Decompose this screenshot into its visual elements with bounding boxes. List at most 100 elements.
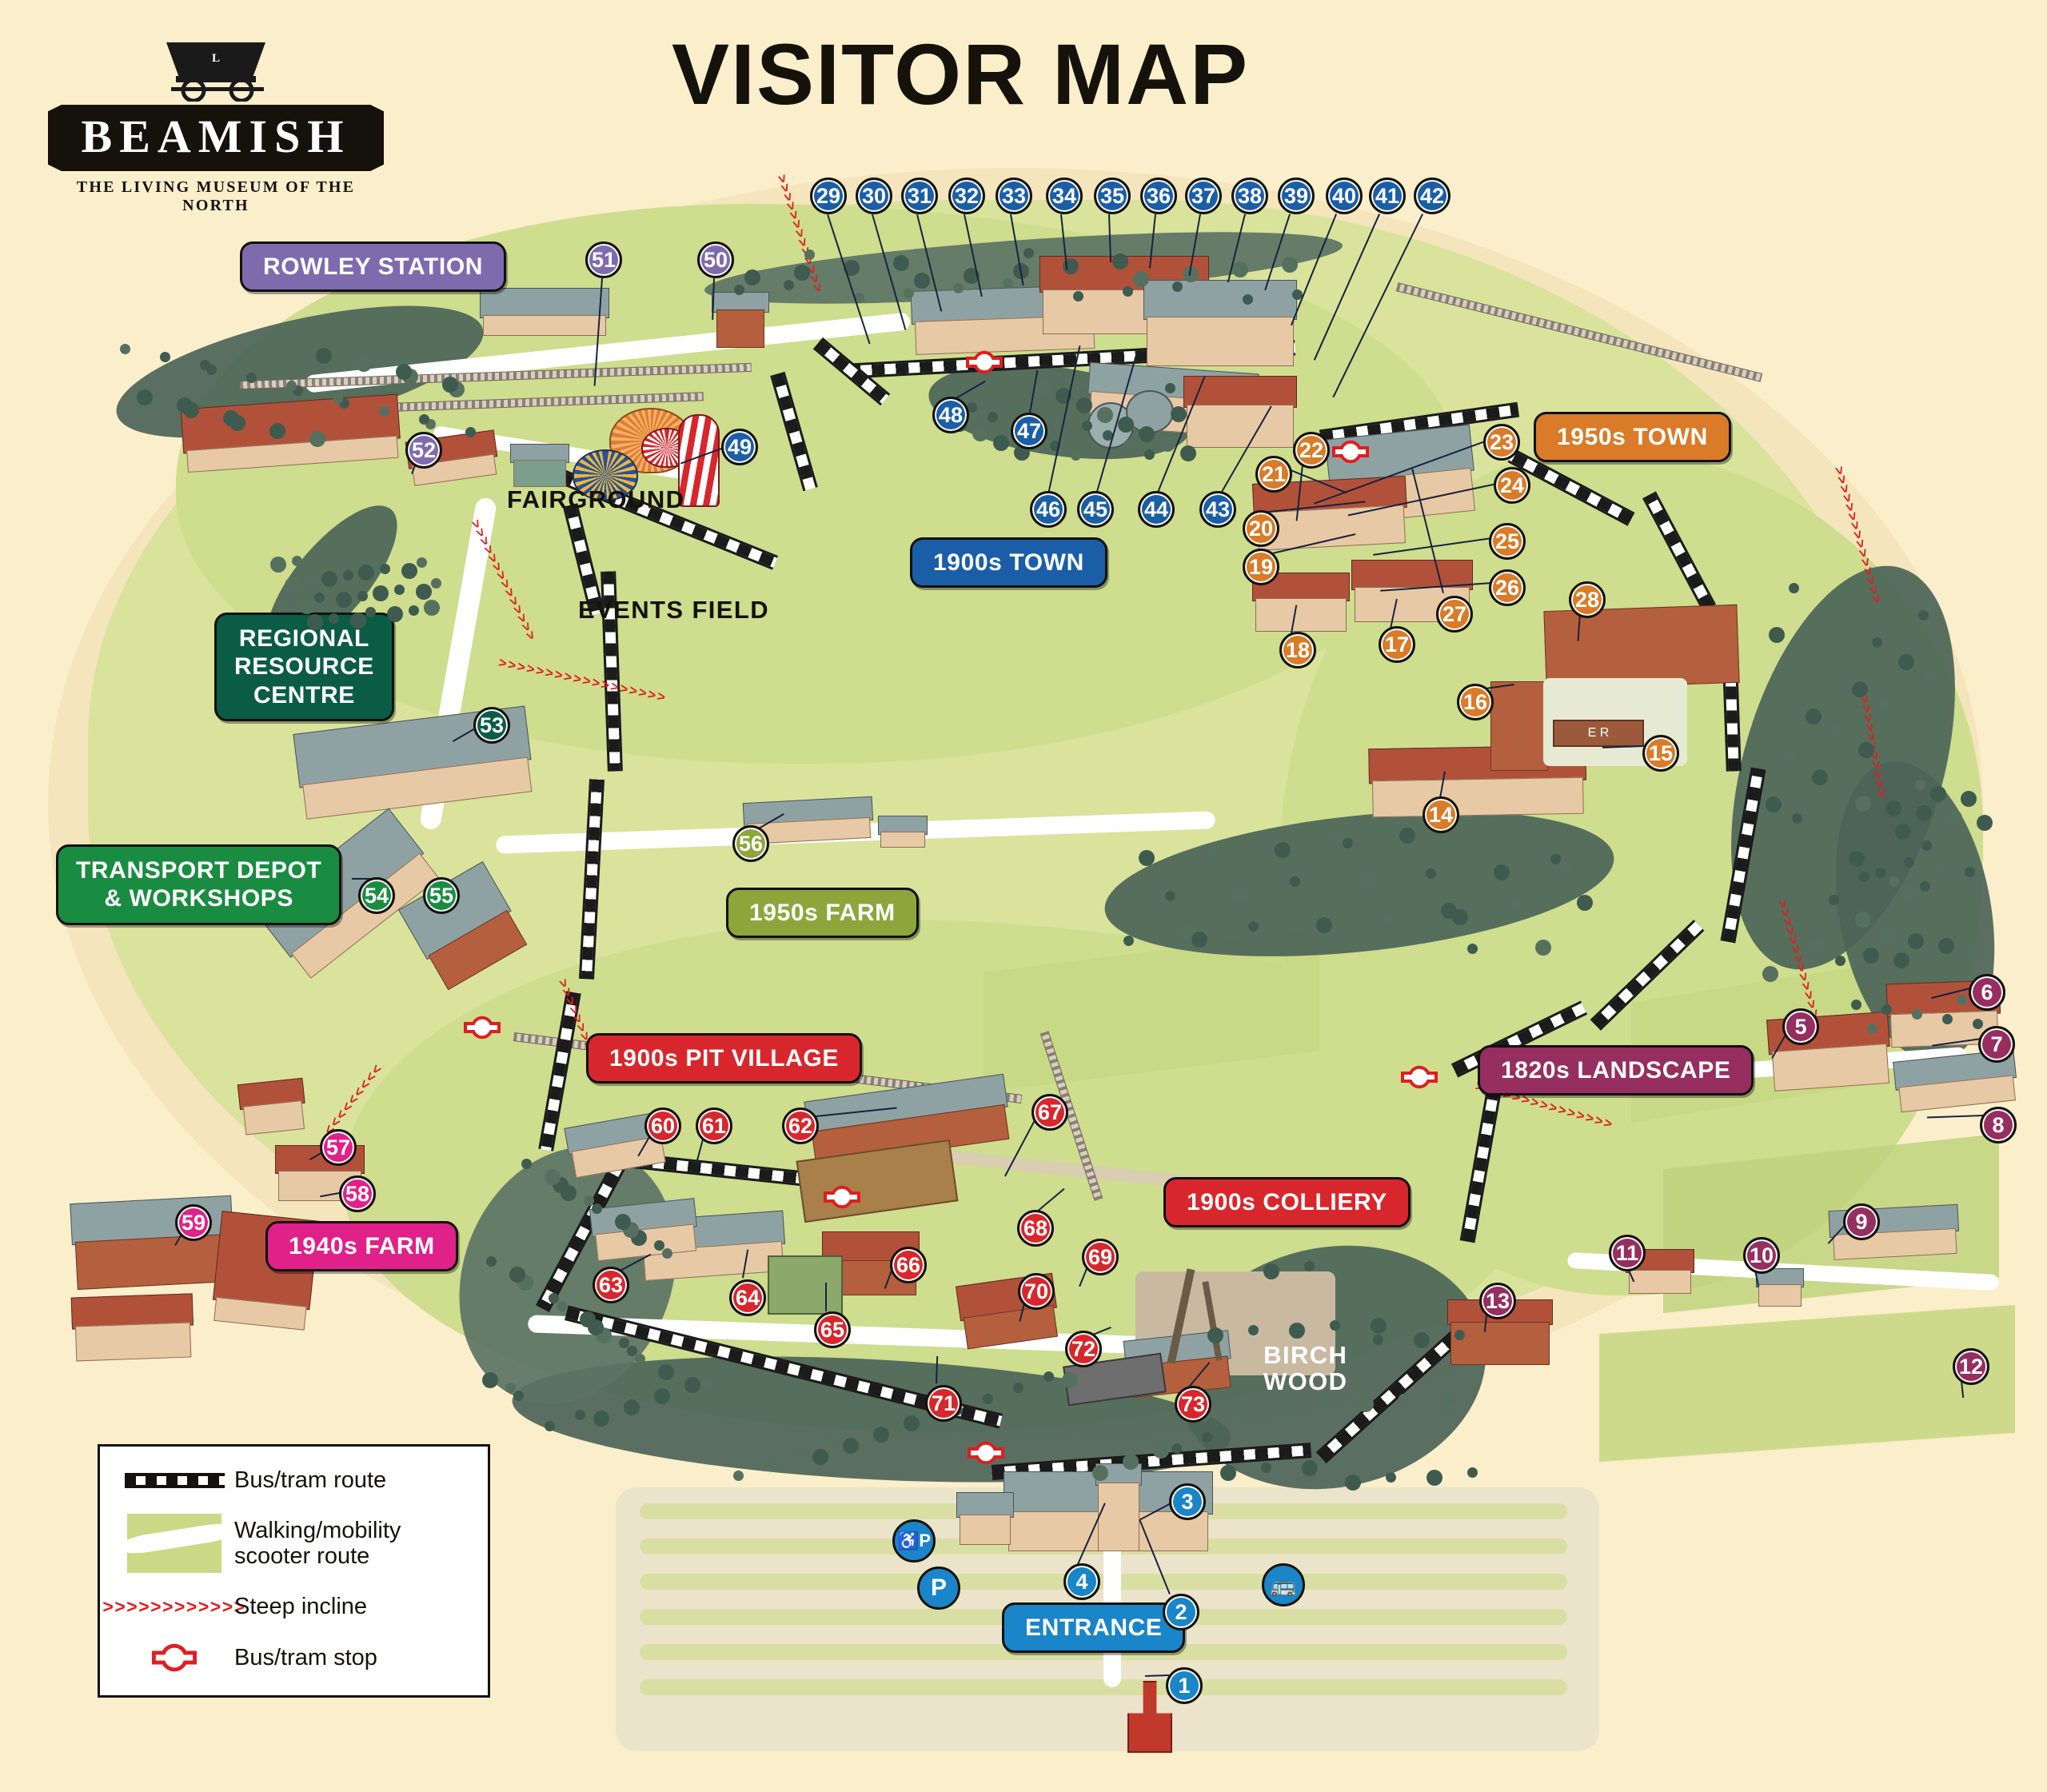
area-label-colliery-1900s[interactable]: 1900s COLLIERY bbox=[1163, 1177, 1411, 1228]
map-marker-26[interactable]: 26 bbox=[1489, 569, 1526, 606]
map-marker-68[interactable]: 68 bbox=[1017, 1210, 1054, 1247]
map-marker-63[interactable]: 63 bbox=[593, 1267, 629, 1303]
map-marker-67[interactable]: 67 bbox=[1031, 1094, 1068, 1131]
area-label-rowley-station[interactable]: ROWLEY STATION bbox=[240, 241, 507, 293]
map-marker-66[interactable]: 66 bbox=[890, 1247, 927, 1283]
map-marker-53[interactable]: 53 bbox=[473, 707, 510, 744]
map-marker-58[interactable]: 58 bbox=[339, 1175, 376, 1212]
map-marker-73[interactable]: 73 bbox=[1175, 1386, 1211, 1423]
tram-stop-town-east[interactable] bbox=[1332, 438, 1369, 465]
tree-cluster-dot bbox=[1977, 815, 1993, 831]
map-marker-27[interactable]: 27 bbox=[1436, 596, 1473, 633]
map-marker-23[interactable]: 23 bbox=[1483, 424, 1520, 461]
map-marker-37[interactable]: 37 bbox=[1185, 178, 1222, 214]
map-marker-51[interactable]: 51 bbox=[585, 241, 622, 278]
area-label-landscape-1820s[interactable]: 1820s LANDSCAPE bbox=[1478, 1045, 1754, 1096]
map-marker-61[interactable]: 61 bbox=[696, 1108, 732, 1144]
map-marker-18[interactable]: 18 bbox=[1279, 632, 1316, 669]
map-marker-13[interactable]: 13 bbox=[1479, 1283, 1516, 1319]
parking-icon[interactable]: P bbox=[917, 1567, 960, 1610]
map-marker-50[interactable]: 50 bbox=[697, 241, 734, 278]
area-label-farm-1950s[interactable]: 1950s FARM bbox=[726, 888, 919, 939]
map-marker-69[interactable]: 69 bbox=[1082, 1239, 1119, 1275]
map-marker-7[interactable]: 7 bbox=[1978, 1026, 2015, 1063]
map-marker-36[interactable]: 36 bbox=[1140, 178, 1177, 214]
tree-cluster-dot bbox=[277, 599, 288, 609]
map-marker-19[interactable]: 19 bbox=[1243, 549, 1279, 585]
tree-cluster-dot bbox=[387, 606, 403, 622]
map-marker-44[interactable]: 44 bbox=[1138, 491, 1175, 528]
tram-stop-entrance[interactable] bbox=[968, 1439, 1004, 1467]
map-marker-28[interactable]: 28 bbox=[1569, 581, 1606, 618]
map-marker-57[interactable]: 57 bbox=[320, 1129, 357, 1166]
map-marker-11[interactable]: 11 bbox=[1609, 1235, 1646, 1271]
map-marker-16[interactable]: 16 bbox=[1457, 684, 1494, 720]
map-marker-55[interactable]: 55 bbox=[423, 877, 460, 914]
map-marker-34[interactable]: 34 bbox=[1046, 178, 1083, 214]
map-marker-38[interactable]: 38 bbox=[1231, 178, 1268, 214]
map-marker-21[interactable]: 21 bbox=[1255, 456, 1292, 493]
map-marker-9[interactable]: 9 bbox=[1843, 1203, 1880, 1240]
area-label-pit-village-1900s[interactable]: 1900s PIT VILLAGE bbox=[586, 1033, 862, 1084]
tram-stop-landscape[interactable] bbox=[1401, 1064, 1438, 1091]
map-marker-62[interactable]: 62 bbox=[782, 1108, 819, 1144]
map-marker-35[interactable]: 35 bbox=[1094, 178, 1131, 214]
map-marker-43[interactable]: 43 bbox=[1199, 491, 1236, 528]
map-marker-65[interactable]: 65 bbox=[814, 1311, 851, 1348]
bus-icon[interactable]: 🚌 bbox=[1262, 1563, 1305, 1606]
map-marker-71[interactable]: 71 bbox=[925, 1385, 962, 1422]
map-marker-20[interactable]: 20 bbox=[1243, 510, 1279, 547]
map-marker-32[interactable]: 32 bbox=[948, 178, 985, 214]
map-marker-48[interactable]: 48 bbox=[932, 397, 969, 433]
area-label-transport-depot[interactable]: TRANSPORT DEPOT& WORKSHOPS bbox=[56, 844, 342, 925]
map-marker-4[interactable]: 4 bbox=[1063, 1563, 1100, 1600]
map-marker-72[interactable]: 72 bbox=[1065, 1331, 1102, 1367]
map-marker-60[interactable]: 60 bbox=[644, 1108, 681, 1144]
map-marker-22[interactable]: 22 bbox=[1293, 432, 1330, 469]
map-marker-5[interactable]: 5 bbox=[1782, 1008, 1819, 1045]
map-marker-41[interactable]: 41 bbox=[1369, 178, 1406, 214]
tram-stop-depot[interactable] bbox=[464, 1014, 501, 1041]
map-marker-46[interactable]: 46 bbox=[1030, 491, 1067, 528]
map-marker-25[interactable]: 25 bbox=[1489, 523, 1526, 560]
area-label-line: ENTRANCE bbox=[1025, 1614, 1163, 1641]
tree-cluster-dot bbox=[1243, 294, 1253, 305]
map-marker-12[interactable]: 12 bbox=[1953, 1348, 1989, 1385]
map-marker-49[interactable]: 49 bbox=[721, 429, 758, 465]
accessible-parking-icon[interactable]: ♿P bbox=[892, 1519, 936, 1563]
map-marker-3[interactable]: 3 bbox=[1169, 1483, 1206, 1520]
map-marker-52[interactable]: 52 bbox=[405, 432, 442, 469]
map-marker-31[interactable]: 31 bbox=[901, 178, 938, 214]
map-marker-10[interactable]: 10 bbox=[1743, 1237, 1780, 1274]
map-marker-24[interactable]: 24 bbox=[1494, 467, 1530, 504]
map-marker-30[interactable]: 30 bbox=[856, 178, 892, 214]
map-marker-14[interactable]: 14 bbox=[1423, 796, 1459, 833]
map-marker-54[interactable]: 54 bbox=[358, 877, 395, 914]
area-label-town-1900s[interactable]: 1900s TOWN bbox=[910, 537, 1107, 589]
tram-stop-town-west[interactable] bbox=[966, 349, 1003, 376]
map-marker-15[interactable]: 15 bbox=[1642, 735, 1679, 772]
tree-cluster-dot bbox=[356, 356, 372, 372]
map-marker-1[interactable]: 1 bbox=[1166, 1667, 1203, 1704]
tree-cluster-dot bbox=[358, 565, 374, 581]
tram-stop-pit-village[interactable] bbox=[824, 1183, 860, 1211]
map-marker-59[interactable]: 59 bbox=[175, 1204, 212, 1241]
map-marker-40[interactable]: 40 bbox=[1326, 178, 1363, 214]
map-marker-47[interactable]: 47 bbox=[1011, 413, 1047, 449]
map-marker-56[interactable]: 56 bbox=[732, 825, 769, 862]
map-marker-2[interactable]: 2 bbox=[1163, 1594, 1199, 1630]
map-marker-33[interactable]: 33 bbox=[996, 178, 1032, 214]
map-marker-17[interactable]: 17 bbox=[1379, 626, 1415, 663]
area-label-farm-1940s[interactable]: 1940s FARM bbox=[265, 1221, 458, 1272]
map-marker-42[interactable]: 42 bbox=[1414, 178, 1450, 214]
map-marker-64[interactable]: 64 bbox=[729, 1279, 766, 1316]
map-marker-8[interactable]: 8 bbox=[1980, 1107, 2017, 1143]
map-marker-29[interactable]: 29 bbox=[810, 178, 847, 214]
map-marker-70[interactable]: 70 bbox=[1018, 1273, 1055, 1310]
area-label-entrance[interactable]: ENTRANCE bbox=[1002, 1602, 1186, 1654]
map-marker-39[interactable]: 39 bbox=[1278, 178, 1315, 214]
map-marker-45[interactable]: 45 bbox=[1077, 491, 1114, 528]
map-marker-6[interactable]: 6 bbox=[1969, 974, 2005, 1011]
area-label-town-1950s[interactable]: 1950s TOWN bbox=[1534, 412, 1731, 463]
